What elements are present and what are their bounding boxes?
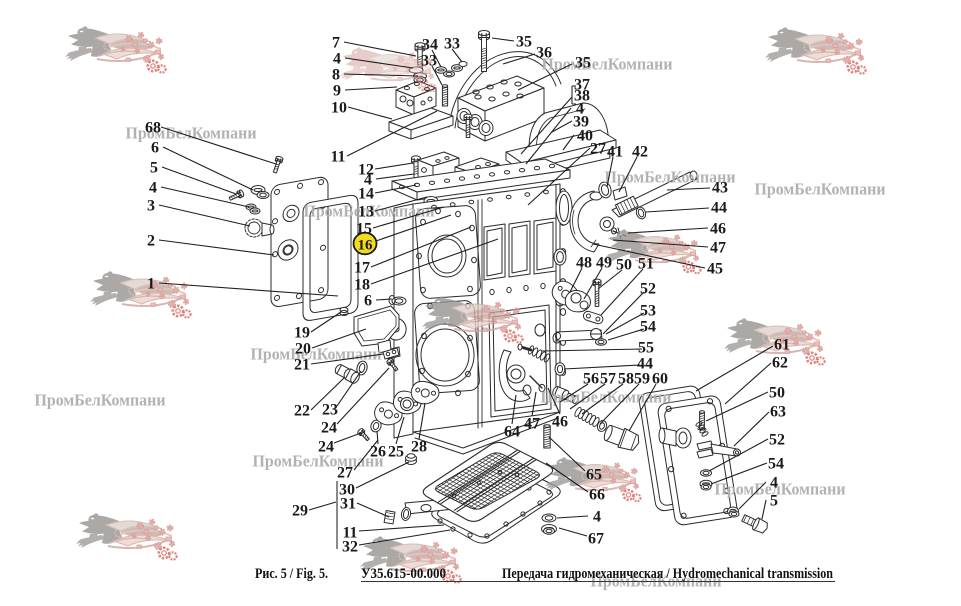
- svg-text:68: 68: [145, 120, 161, 137]
- svg-text:52: 52: [769, 432, 785, 449]
- svg-text:48: 48: [576, 255, 592, 272]
- svg-text:24: 24: [321, 420, 337, 437]
- svg-text:62: 62: [772, 355, 788, 372]
- svg-text:50: 50: [769, 385, 785, 402]
- svg-text:66: 66: [589, 487, 605, 504]
- svg-text:46: 46: [710, 221, 726, 238]
- svg-text:35: 35: [516, 34, 532, 51]
- svg-text:6: 6: [364, 293, 372, 310]
- svg-text:21: 21: [294, 357, 310, 374]
- svg-text:ПромБелКомпани: ПромБелКомпани: [715, 480, 846, 499]
- svg-text:1: 1: [147, 276, 155, 293]
- svg-text:3: 3: [147, 198, 155, 215]
- svg-text:20: 20: [295, 341, 311, 358]
- svg-text:Передача гидромеханическая / H: Передача гидромеханическая / Hydromechan…: [502, 566, 834, 582]
- svg-text:14: 14: [358, 186, 374, 203]
- svg-text:49: 49: [596, 255, 612, 272]
- svg-text:ПромБелКомпани: ПромБелКомпани: [542, 55, 673, 74]
- svg-text:ПромБелКомпани: ПромБелКомпани: [35, 391, 166, 410]
- svg-text:32: 32: [342, 539, 358, 556]
- svg-text:58: 58: [618, 371, 634, 388]
- svg-text:24: 24: [318, 439, 334, 456]
- svg-text:7: 7: [332, 35, 340, 52]
- svg-text:27: 27: [590, 141, 606, 158]
- svg-text:47: 47: [710, 240, 726, 257]
- svg-text:54: 54: [640, 319, 656, 336]
- svg-text:38: 38: [574, 88, 590, 105]
- svg-text:44: 44: [637, 356, 653, 373]
- svg-text:11: 11: [330, 149, 345, 166]
- svg-text:4: 4: [576, 101, 584, 118]
- svg-text:8: 8: [332, 67, 340, 84]
- svg-text:36: 36: [536, 45, 552, 62]
- svg-text:23: 23: [322, 402, 338, 419]
- svg-text:45: 45: [707, 261, 723, 278]
- svg-text:27: 27: [337, 465, 353, 482]
- svg-text:26: 26: [370, 444, 386, 461]
- svg-text:57: 57: [600, 371, 616, 388]
- svg-text:40: 40: [577, 128, 593, 145]
- svg-text:30: 30: [339, 482, 355, 499]
- svg-text:12: 12: [358, 162, 374, 179]
- svg-text:63: 63: [770, 404, 786, 421]
- svg-text:4: 4: [364, 172, 372, 189]
- svg-text:6: 6: [151, 140, 159, 157]
- svg-text:17: 17: [354, 260, 370, 277]
- svg-text:31: 31: [340, 496, 356, 513]
- svg-text:54: 54: [768, 456, 784, 473]
- svg-text:У35.615-00.000: У35.615-00.000: [361, 566, 446, 582]
- svg-text:9: 9: [333, 83, 341, 100]
- svg-text:55: 55: [638, 340, 654, 357]
- svg-text:19: 19: [294, 325, 310, 342]
- svg-text:22: 22: [294, 403, 310, 420]
- svg-text:37: 37: [574, 77, 590, 94]
- svg-text:ПромБелКомпани: ПромБелКомпани: [251, 345, 382, 364]
- svg-text:25: 25: [388, 444, 404, 461]
- svg-text:5: 5: [770, 493, 778, 510]
- svg-text:42: 42: [632, 144, 648, 161]
- svg-text:4: 4: [333, 51, 341, 68]
- svg-text:4: 4: [770, 475, 778, 492]
- svg-text:46: 46: [552, 414, 568, 431]
- svg-text:56: 56: [583, 371, 599, 388]
- svg-text:50: 50: [616, 257, 632, 274]
- svg-text:59: 59: [634, 371, 650, 388]
- svg-text:52: 52: [640, 281, 656, 298]
- svg-text:51: 51: [638, 256, 654, 273]
- svg-text:53: 53: [640, 303, 656, 320]
- svg-text:10: 10: [331, 100, 347, 117]
- svg-text:33: 33: [444, 36, 460, 53]
- svg-text:65: 65: [586, 467, 602, 484]
- svg-text:16: 16: [358, 238, 374, 254]
- svg-text:64: 64: [504, 424, 520, 441]
- svg-text:41: 41: [607, 144, 623, 161]
- svg-text:29: 29: [292, 503, 308, 520]
- svg-text:67: 67: [588, 531, 604, 548]
- svg-text:44: 44: [711, 200, 727, 217]
- svg-text:35: 35: [575, 55, 591, 72]
- svg-text:4: 4: [149, 180, 157, 197]
- svg-text:34: 34: [422, 37, 438, 54]
- svg-text:33: 33: [421, 53, 437, 70]
- svg-text:28: 28: [411, 439, 427, 456]
- svg-text:39: 39: [573, 114, 589, 131]
- svg-text:60: 60: [652, 371, 668, 388]
- svg-text:ПромБелКомпани: ПромБелКомпани: [253, 452, 384, 471]
- svg-text:ПромБелКомпани: ПромБелКомпани: [605, 168, 736, 187]
- svg-text:ПромБелКомпани: ПромБелКомпани: [304, 202, 435, 221]
- svg-text:13: 13: [358, 204, 374, 221]
- svg-text:Рис. 5 / Fig. 5.: Рис. 5 / Fig. 5.: [255, 566, 328, 582]
- svg-text:11: 11: [342, 525, 357, 542]
- svg-text:4: 4: [593, 509, 601, 526]
- svg-text:43: 43: [712, 180, 728, 197]
- svg-text:ПромБелКомпани: ПромБелКомпани: [755, 180, 886, 199]
- svg-text:47: 47: [524, 416, 540, 433]
- svg-text:5: 5: [150, 160, 158, 177]
- svg-text:ПромБелКомпани: ПромБелКомпани: [126, 124, 257, 143]
- svg-text:2: 2: [147, 233, 155, 250]
- svg-text:18: 18: [354, 277, 370, 294]
- svg-text:61: 61: [774, 337, 790, 354]
